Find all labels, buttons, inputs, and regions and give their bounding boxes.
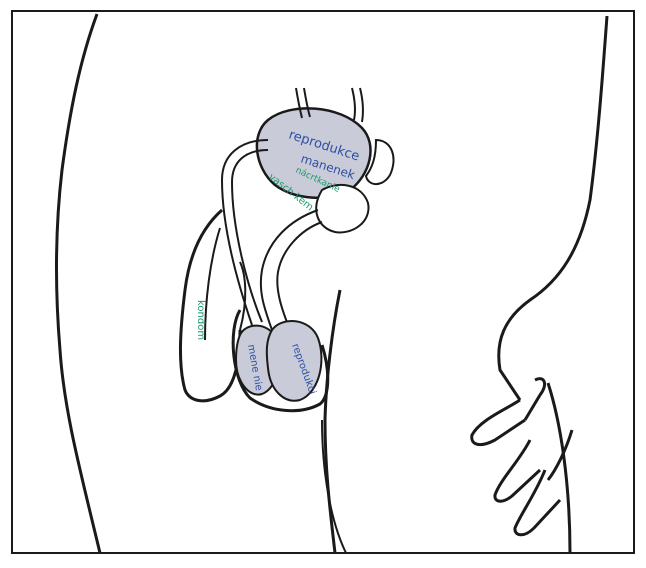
penis-outline — [180, 210, 240, 401]
back-outline — [56, 14, 100, 553]
urethra-inner — [277, 222, 322, 330]
tube-top-right-2 — [360, 88, 363, 122]
lower-gland — [316, 185, 368, 233]
thigh-front-outline — [548, 383, 570, 553]
hand-finger-4 — [515, 470, 560, 535]
tube-top-right — [352, 88, 355, 120]
label-left-green: kondom — [195, 300, 206, 340]
penis-inner-line — [205, 228, 220, 340]
image-border — [12, 11, 634, 553]
hand-finger-2 — [525, 379, 545, 420]
front-outline — [499, 16, 607, 400]
hand-finger-1 — [472, 400, 525, 445]
